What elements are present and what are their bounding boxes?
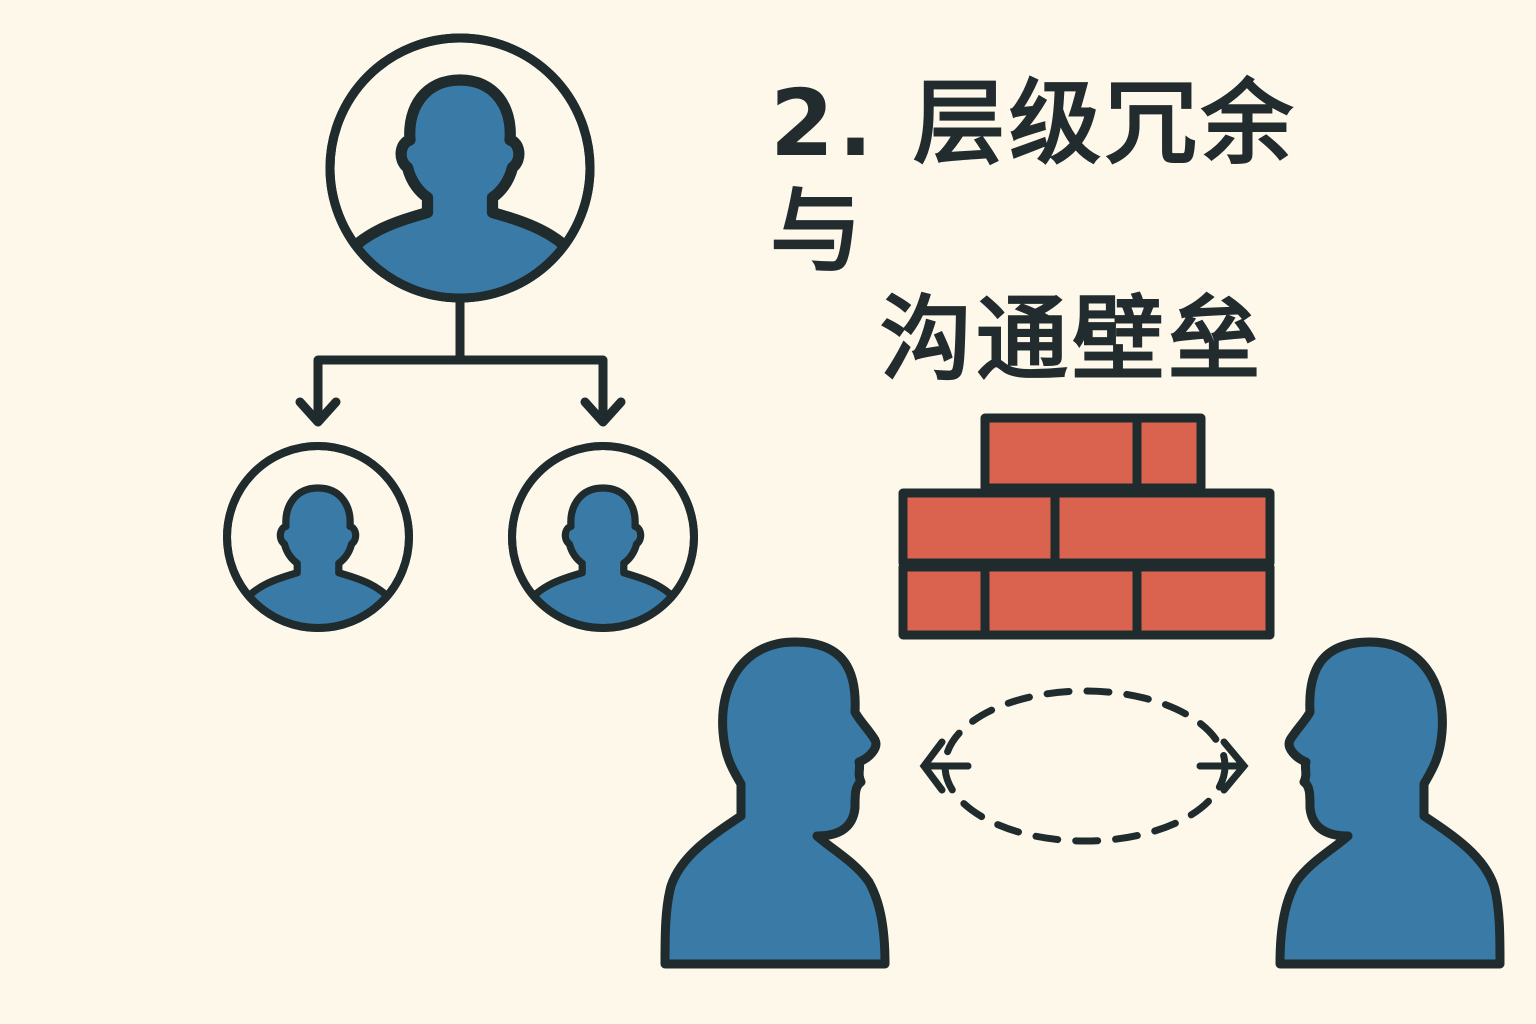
title-line-2: 沟通壁垒 (880, 286, 1265, 393)
brick-wall-icon (898, 413, 1275, 640)
hierarchy-arrows (295, 293, 626, 427)
subordinate-avatar-right (508, 442, 698, 632)
communication-arrows-icon (919, 687, 1249, 845)
slide-title: 2. 层级冗余与 沟通壁垒 (770, 70, 1370, 394)
manager-avatar (325, 33, 595, 303)
subordinate-avatar-left (223, 442, 413, 632)
person-left-icon (660, 637, 890, 969)
title-line-1: 2. 层级冗余与 (770, 70, 1297, 285)
person-right-icon (1275, 637, 1505, 969)
